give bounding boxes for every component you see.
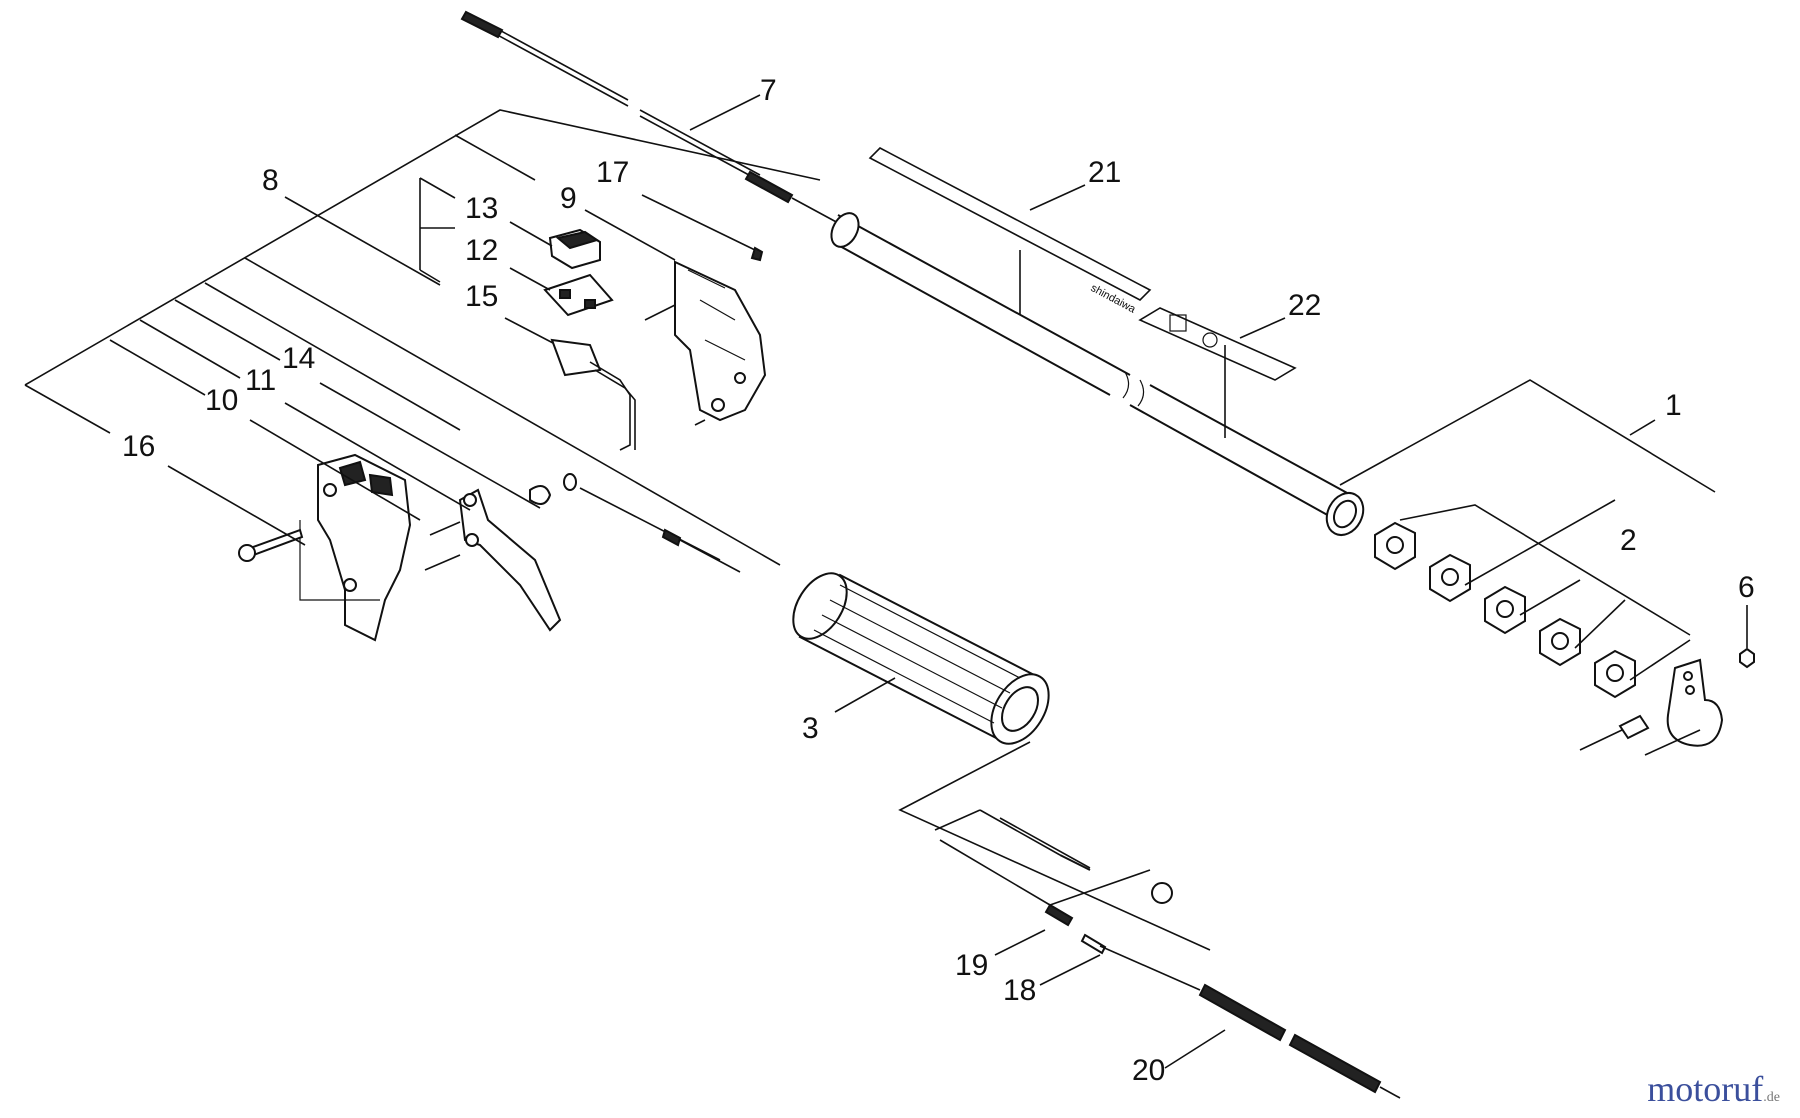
- callout-1: 1: [1665, 389, 1682, 422]
- throttle-housing-upper: [644, 246, 767, 426]
- callout-8: 8: [262, 164, 279, 197]
- grip-housing-16: [299, 453, 412, 642]
- callout-9: 9: [560, 182, 577, 215]
- callout-22: 22: [1288, 289, 1321, 322]
- clamp-bracket-6: [1579, 647, 1755, 756]
- drive-shaft-7: [460, 10, 841, 225]
- watermark-logo: motoruf.de: [1647, 1068, 1780, 1110]
- dampers-2: [1374, 521, 1636, 699]
- throttle-cable: [579, 487, 1201, 991]
- callout-3: 3: [802, 712, 819, 745]
- gear-shaft-20: [1198, 983, 1401, 1099]
- callout-10: 10: [205, 384, 238, 417]
- callout-15: 15: [465, 280, 498, 313]
- watermark-tld: .de: [1763, 1090, 1780, 1105]
- callout-11: 11: [245, 364, 276, 397]
- terminal-15: [550, 338, 636, 451]
- callout-19: 19: [955, 949, 988, 982]
- callout-12: 12: [465, 234, 498, 267]
- callout-13: 13: [465, 192, 498, 225]
- plate-12: [543, 273, 614, 317]
- callout-labels: 1 2 3 6 7 8 9 10 11 12 13 14 15 16 17 18…: [122, 74, 1755, 1087]
- callout-14: 14: [282, 342, 315, 375]
- label-22: [1138, 307, 1297, 438]
- main-tube-1: [830, 212, 1365, 537]
- callout-16: 16: [122, 430, 155, 463]
- callout-7: 7: [760, 74, 777, 107]
- decal-text: shindaiwa: [1089, 282, 1139, 316]
- grip-3: [792, 572, 1050, 745]
- switch-13: [548, 228, 601, 270]
- screw-16: [238, 528, 304, 562]
- callout-6: 6: [1738, 571, 1755, 604]
- callout-21: 21: [1088, 156, 1121, 189]
- callout-17: 17: [596, 156, 629, 189]
- callout-20: 20: [1132, 1054, 1165, 1087]
- leader-lines: [24, 94, 1748, 1069]
- callout-18: 18: [1003, 974, 1036, 1007]
- throttle-lever: [424, 473, 577, 632]
- callout-2: 2: [1620, 524, 1637, 557]
- watermark-brand: motoruf: [1647, 1069, 1764, 1109]
